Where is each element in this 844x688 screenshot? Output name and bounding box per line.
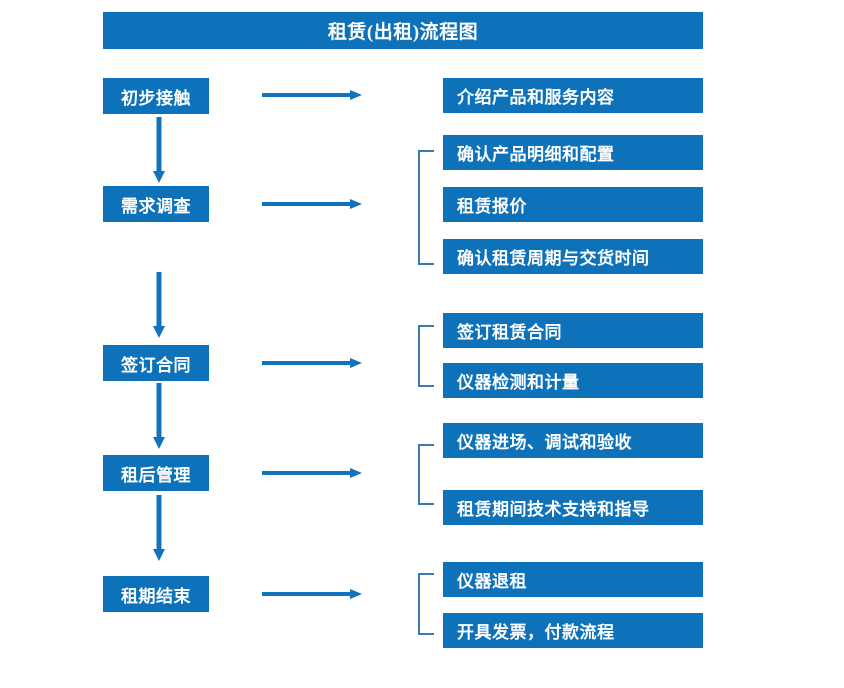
detail-box-2-1[interactable]: 确认产品明细和配置 <box>443 135 703 170</box>
down-arrow-3-to-4 <box>152 383 166 449</box>
group-bracket-2 <box>418 150 434 265</box>
stage-box-5[interactable]: 租期结束 <box>103 576 209 612</box>
detail-box-4-2[interactable]: 租赁期间技术支持和指导 <box>443 490 703 525</box>
stage-box-2[interactable]: 需求调查 <box>103 186 209 222</box>
down-arrow-4-to-5 <box>152 495 166 561</box>
group-bracket-4 <box>418 444 434 505</box>
group-bracket-5 <box>418 573 434 635</box>
arrow-to-group-5 <box>262 588 362 600</box>
down-arrow-1-to-2 <box>152 117 166 183</box>
stage-box-3[interactable]: 签订合同 <box>103 345 209 381</box>
arrow-to-group-1 <box>262 89 362 101</box>
arrow-to-group-2 <box>262 198 362 210</box>
detail-box-1-1[interactable]: 介绍产品和服务内容 <box>443 78 703 113</box>
arrow-to-group-4 <box>262 467 362 479</box>
group-bracket-3 <box>418 325 434 387</box>
detail-box-5-2[interactable]: 开具发票，付款流程 <box>443 613 703 648</box>
detail-box-5-1[interactable]: 仪器退租 <box>443 562 703 597</box>
detail-box-2-2[interactable]: 租赁报价 <box>443 187 703 222</box>
detail-box-4-1[interactable]: 仪器进场、调试和验收 <box>443 423 703 458</box>
detail-box-3-2[interactable]: 仪器检测和计量 <box>443 363 703 398</box>
stage-box-4[interactable]: 租后管理 <box>103 455 209 491</box>
detail-box-3-1[interactable]: 签订租赁合同 <box>443 313 703 348</box>
detail-box-2-3[interactable]: 确认租赁周期与交货时间 <box>443 239 703 274</box>
stage-box-1[interactable]: 初步接触 <box>103 78 209 114</box>
down-arrow-2-to-3 <box>152 272 166 338</box>
flowchart-title: 租赁(出租)流程图 <box>103 12 703 49</box>
arrow-to-group-3 <box>262 357 362 369</box>
